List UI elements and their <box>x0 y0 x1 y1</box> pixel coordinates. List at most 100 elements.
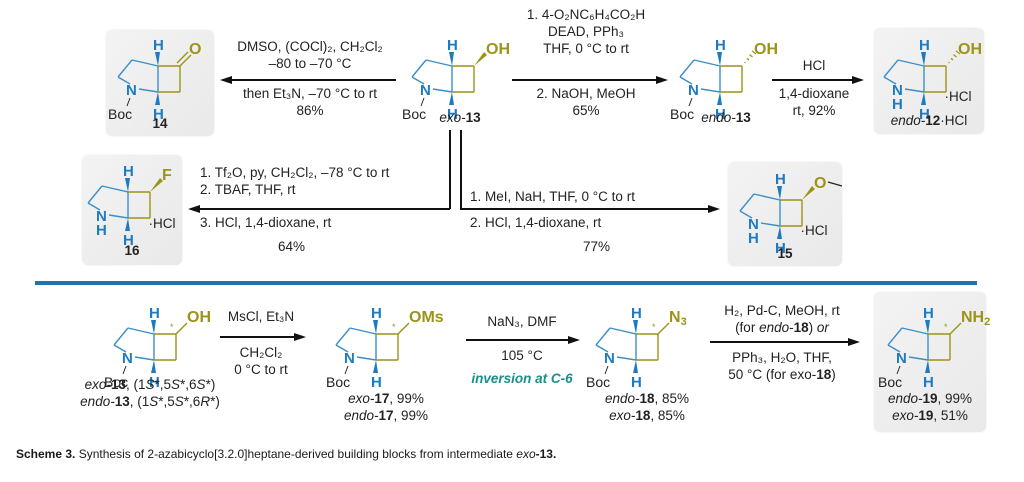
reduction-conditions-below: PPh₃, H₂O, THF, 50 °C (for exo-18) <box>704 349 860 383</box>
wedge-bond-h1 <box>777 226 782 239</box>
methylation-yield: 77% <box>583 239 611 254</box>
branch-line-left-vertical <box>449 130 451 209</box>
mitsunobu-arrow <box>512 79 658 81</box>
substituent-label: OH <box>958 41 982 58</box>
compound-label-14: 14 <box>152 116 168 131</box>
bond <box>688 97 693 107</box>
wedge-bond-substituent <box>150 178 163 192</box>
wedge-bond-h5 <box>633 320 638 334</box>
substituent-label: N3 <box>669 309 687 328</box>
bond <box>344 365 349 375</box>
compound-label-16: 16 <box>124 243 140 258</box>
caption-text: Synthesis of 2-azabicyclo[3.2.0]heptane-… <box>75 447 517 461</box>
bond <box>134 356 155 361</box>
mesylation-conditions-above: MsCl, Et₃N <box>227 309 295 324</box>
bond <box>425 59 453 67</box>
hydrogen-label: H <box>123 163 134 180</box>
compound-label-13-stereo: exo-13, (1S*,5S*,6S*) endo-13, (1S*,5S*,… <box>50 376 250 410</box>
wedge-bond-h5 <box>155 52 160 66</box>
bond <box>700 88 721 93</box>
boc-group-label: Boc <box>670 106 694 122</box>
wedge-bond-h1 <box>717 92 722 105</box>
wedge-bond-h1 <box>373 360 378 373</box>
hash-bond-segment <box>751 50 757 55</box>
bond <box>679 59 695 78</box>
stereo-descriptor-endo: , (1S*,5S*,6R*) <box>129 394 220 409</box>
methylation-conditions-above: 1. MeI, NaH, THF, 0 °C to rt <box>470 189 635 204</box>
compound-label-exo-13: exo-13 <box>439 110 481 125</box>
fluorination-arrowhead <box>188 205 200 213</box>
compound-label-endo-12-hcl: endo-12·HCl <box>890 113 968 128</box>
hydrogen-label: H <box>447 37 458 54</box>
methylation-conditions-below-1: 2. HCl, 1,4-dioxane, rt <box>470 215 602 230</box>
bond <box>887 344 901 353</box>
reduction-note-line: (for endo-18) or <box>735 320 829 335</box>
swern-conditions-above: DMSO, (COCl)₂, CH₂Cl₂ –80 to –70 °C <box>237 39 383 71</box>
methylation-arrowhead <box>708 205 720 213</box>
salt-label-15: ·HCl <box>800 223 828 238</box>
hydrogen-label: H <box>919 106 930 123</box>
bond <box>432 88 453 93</box>
carbonyl-bond <box>176 51 189 64</box>
bond <box>420 97 425 107</box>
compound-label-15: 15 <box>777 246 793 261</box>
bond <box>609 327 637 335</box>
bond-substituent <box>397 322 410 335</box>
scheme-caption: Scheme 3. Synthesis of 2-azabicyclo[3.2.… <box>16 447 556 461</box>
hash-bond-segment <box>955 50 961 55</box>
azidation-conditions-above: NaN₃, DMF <box>487 314 557 329</box>
substituent-label: OMs <box>409 309 444 326</box>
reduction-conditions-above: H₂, Pd-C, MeOH, rt (for endo-18) or <box>704 302 860 336</box>
bond <box>349 327 377 335</box>
nitrogen-label: N <box>96 208 107 225</box>
nitrogen-label: N <box>604 350 615 367</box>
wedge-bond-substituent <box>802 186 815 200</box>
deprotect-arrowhead <box>852 76 864 84</box>
hydrogen-label: H <box>149 374 160 391</box>
stereocenter-marker: * <box>944 322 948 332</box>
deprotect-conditions-above: HCl <box>802 58 826 73</box>
hash-bond-segment <box>749 54 753 58</box>
bond <box>335 327 351 346</box>
wedge-bond-h1 <box>925 360 930 373</box>
hydrogen-label: H <box>923 374 934 391</box>
boc-group-label: Boc <box>108 106 132 122</box>
nitrogen-label: N <box>688 82 699 99</box>
mesylation-conditions-below: CH₂Cl₂ 0 °C to rt <box>234 345 288 377</box>
swern-arrowhead <box>220 76 232 84</box>
substituent-label: OH <box>187 309 211 326</box>
reduction-arrowhead <box>848 338 860 346</box>
wedge-bond-h5 <box>921 52 926 66</box>
swern-conditions-below: then Et₃N, –70 °C to rt 86% <box>243 86 377 118</box>
deprotect-conditions-below: 1,4-dioxane rt, 92% <box>778 86 850 118</box>
bond <box>113 344 127 353</box>
stereocenter-marker: * <box>170 322 174 332</box>
stereo-descriptor-exo: , (1S*,5S*,6S*) <box>125 377 216 392</box>
wedge-bond-h5 <box>151 320 156 334</box>
substituent-label: OH <box>754 41 778 58</box>
wedge-bond-h5 <box>373 320 378 334</box>
mesylation-arrowhead <box>294 333 306 341</box>
boc-group-label: Boc <box>402 106 426 122</box>
mitsunobu-arrowhead <box>656 76 668 84</box>
caption-italic: exo <box>516 447 536 461</box>
nitrogen-label: N <box>122 350 133 367</box>
compound-label-19: endo-19, 99% exo-19, 51% <box>887 391 973 423</box>
hash-bond-segment <box>953 54 957 58</box>
bond <box>616 356 637 361</box>
hydrogen-label: H <box>123 232 134 249</box>
hydrogen-label: H <box>631 374 642 391</box>
mitsunobu-conditions-below: 2. NaOH, MeOH 65% <box>536 86 636 118</box>
boc-group-label: Boc <box>326 374 350 390</box>
branch-line-right-horizontal <box>460 208 710 210</box>
substituent-label: F <box>162 167 172 184</box>
bond <box>411 59 427 78</box>
hydrogen-label: H <box>153 106 164 123</box>
